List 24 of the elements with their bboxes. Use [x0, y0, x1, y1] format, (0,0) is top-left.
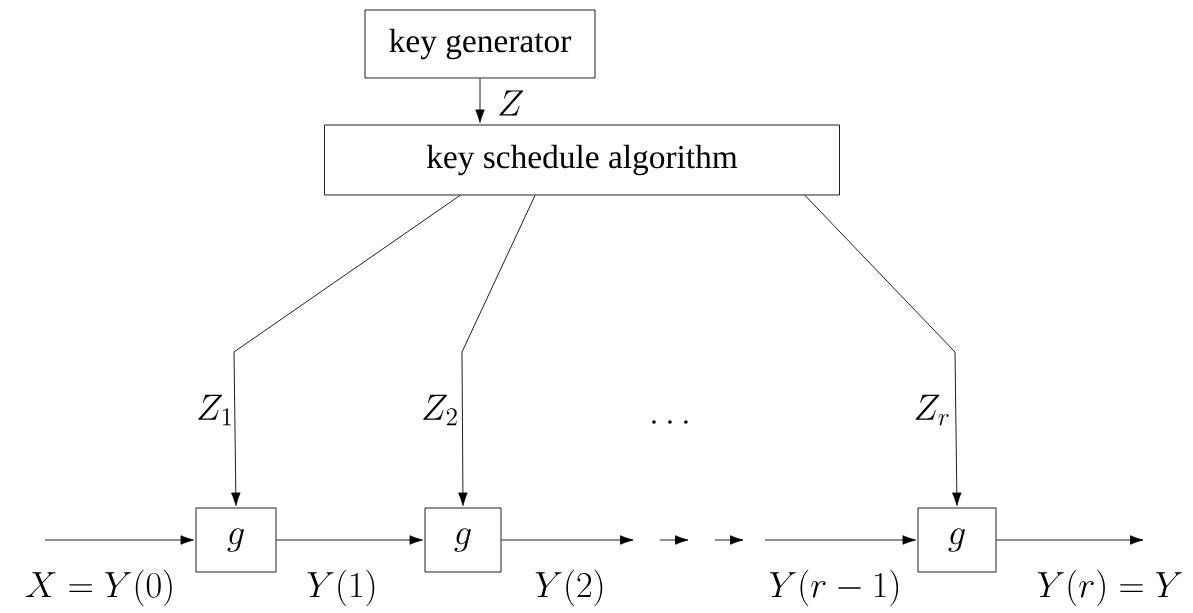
edge-label: $X = Y(0)$: [25, 569, 172, 607]
arrow: [44, 535, 194, 545]
arrow: [231, 195, 461, 506]
edge-label: $Z_1$: [198, 394, 231, 426]
function-box: $g$: [917, 507, 997, 573]
arrow: [996, 535, 1144, 545]
edge-label: $Y(1)$: [307, 569, 375, 607]
edge-label: $Y(r) = Y$: [1037, 569, 1182, 607]
arrow: [804, 195, 962, 506]
ellipsis: $\ldots$: [652, 420, 688, 424]
edge-label: $Z$: [499, 90, 524, 116]
arrow: [475, 78, 485, 123]
edge-label: $Y(2)$: [535, 569, 603, 607]
arrow: [458, 195, 536, 506]
edge-label: $Z_r$: [915, 394, 949, 426]
arrow: [276, 535, 423, 545]
function-box: $g$: [195, 507, 277, 573]
process-box: key schedule algorithm: [324, 124, 840, 196]
edge-label: $Z_2$: [423, 394, 457, 426]
edge-label: $Y(r-1)$: [769, 569, 899, 607]
arrow: [764, 535, 916, 545]
function-box: $g$: [424, 507, 502, 573]
arrow: [501, 535, 634, 545]
process-box: key generator: [364, 9, 596, 79]
